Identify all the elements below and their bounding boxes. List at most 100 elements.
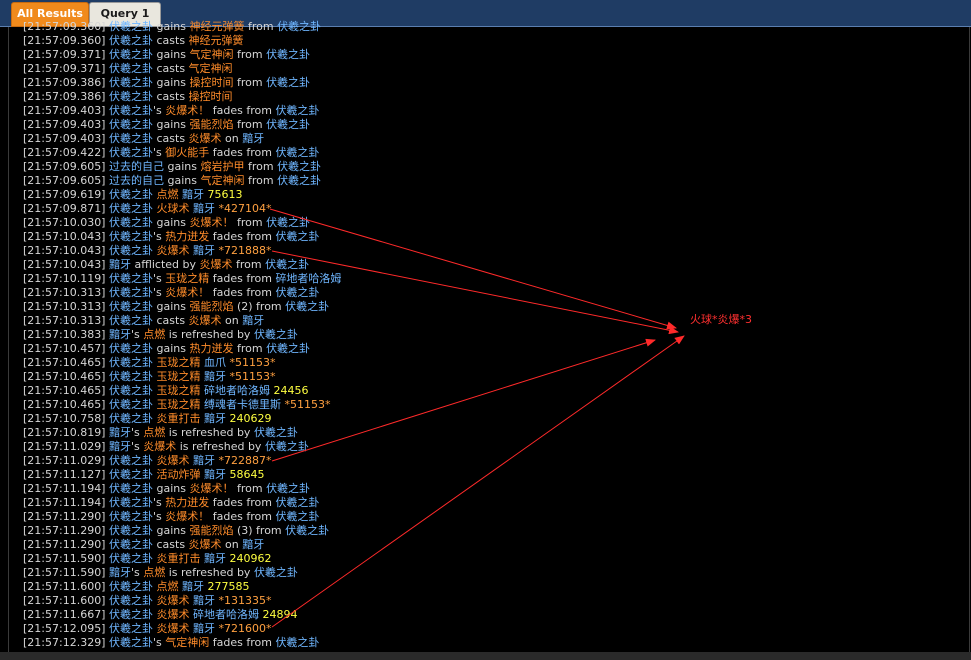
log-text: from	[233, 76, 267, 89]
unit-name: 伏羲之卦	[108, 608, 153, 621]
log-text: gains	[152, 524, 190, 537]
log-text: [21:57:11.600]	[23, 594, 109, 607]
log-text: gains	[152, 76, 190, 89]
log-line: [21:57:11.194] 伏羲之卦's 热力迸发 fades from 伏羲…	[23, 496, 341, 510]
arrow-2	[271, 250, 679, 335]
log-text: [21:57:09.619]	[23, 188, 109, 201]
log-text: on	[221, 538, 243, 551]
unit-name: 伏羲之卦	[108, 286, 153, 299]
unit-name: 伏羲之卦	[108, 398, 153, 411]
unit-name: 伏羲之卦	[108, 496, 153, 509]
unit-name: 伏羲之卦	[253, 566, 298, 579]
log-text: (2) from	[233, 300, 286, 313]
damage-value: *51153*	[229, 370, 276, 383]
damage-value: *51153*	[284, 398, 331, 411]
unit-name: 黯牙	[181, 580, 204, 593]
log-text: 's	[130, 440, 144, 453]
log-line: [21:57:10.030] 伏羲之卦 gains 炎爆术！ from 伏羲之卦	[23, 216, 341, 230]
log-line: [21:57:09.360] 伏羲之卦 gains 神经元弹簧 from 伏羲之…	[23, 20, 341, 34]
unit-name: 缚魂者卡德里斯	[203, 398, 281, 411]
log-text: [21:57:10.043]	[23, 258, 109, 271]
log-text: [21:57:09.360]	[23, 34, 109, 47]
unit-name: 伏羲之卦	[275, 230, 320, 243]
spell-name: 强能烈焰	[189, 118, 234, 131]
log-text: [21:57:11.590]	[23, 566, 109, 579]
log-text: [21:57:09.605]	[23, 160, 109, 173]
unit-name: 伏羲之卦	[277, 174, 322, 187]
spell-name: 炎爆术	[143, 440, 177, 453]
spell-name: 炎爆术	[156, 244, 190, 257]
log-text: [21:57:11.667]	[23, 608, 109, 621]
unit-name: 伏羲之卦	[108, 524, 153, 537]
log-text: [21:57:10.819]	[23, 426, 109, 439]
log-line: [21:57:11.590] 黯牙's 点燃 is refreshed by 伏…	[23, 566, 341, 580]
log-line: [21:57:09.619] 伏羲之卦 点燃 黯牙 75613	[23, 188, 341, 202]
unit-name: 伏羲之卦	[108, 636, 153, 649]
unit-name: 黯牙	[192, 454, 215, 467]
unit-name: 黯牙	[108, 328, 131, 341]
unit-name: 伏羲之卦	[285, 524, 330, 537]
unit-name: 伏羲之卦	[108, 510, 153, 523]
log-text: [21:57:12.329]	[23, 636, 109, 649]
log-text: gains	[152, 342, 190, 355]
log-text: 's	[130, 566, 144, 579]
unit-name: 伏羲之卦	[275, 510, 320, 523]
spell-name: 强能烈焰	[189, 300, 234, 313]
unit-name: 伏羲之卦	[108, 300, 153, 313]
log-line: [21:57:09.403] 伏羲之卦 gains 强能烈焰 from 伏羲之卦	[23, 118, 341, 132]
spell-name: 炎爆术	[156, 454, 190, 467]
log-text: [21:57:10.043]	[23, 244, 109, 257]
tab-query-1[interactable]: Query 1	[89, 2, 161, 27]
log-line: [21:57:09.360] 伏羲之卦 casts 神经元弹簧	[23, 34, 341, 48]
log-text: [21:57:11.029]	[23, 440, 109, 453]
spell-name: 火球术	[156, 202, 190, 215]
unit-name: 伏羲之卦	[108, 90, 153, 103]
unit-name: 伏羲之卦	[108, 482, 153, 495]
log-text: is refreshed by	[165, 566, 254, 579]
damage-value: 240962	[229, 552, 272, 565]
log-text: [21:57:10.465]	[23, 398, 109, 411]
damage-value: *721600*	[218, 622, 272, 635]
spell-name: 玉珑之精	[156, 356, 201, 369]
log-text: 's	[152, 496, 166, 509]
unit-name: 伏羲之卦	[108, 272, 153, 285]
spell-name: 热力迸发	[189, 342, 234, 355]
unit-name: 伏羲之卦	[266, 482, 311, 495]
log-line: [21:57:10.758] 伏羲之卦 炎重打击 黯牙 240629	[23, 412, 341, 426]
log-text: from	[233, 342, 267, 355]
log-text: (3) from	[233, 524, 286, 537]
combat-log-panel[interactable]: [21:57:09.360] 伏羲之卦 gains 神经元弹簧 from 伏羲之…	[8, 20, 970, 652]
unit-name: 血爪	[203, 356, 226, 369]
unit-name: 伏羲之卦	[108, 34, 153, 47]
unit-name: 伏羲之卦	[266, 216, 311, 229]
log-line: [21:57:10.819] 黯牙's 点燃 is refreshed by 伏…	[23, 426, 341, 440]
spell-name: 炎爆术！	[189, 216, 234, 229]
unit-name: 碎地者哈洛姆	[192, 608, 259, 621]
log-line: [21:57:09.422] 伏羲之卦's 御火能手 fades from 伏羲…	[23, 146, 341, 160]
log-line: [21:57:11.290] 伏羲之卦 gains 强能烈焰 (3) from …	[23, 524, 341, 538]
spell-name: 点燃	[143, 328, 166, 341]
spell-name: 点燃	[156, 188, 179, 201]
spell-name: 炎爆术！	[189, 482, 234, 495]
log-text: fades from	[209, 286, 276, 299]
spell-name: 热力迸发	[165, 230, 210, 243]
unit-name: 伏羲之卦	[277, 160, 322, 173]
log-text: [21:57:09.871]	[23, 202, 109, 215]
log-text: from	[244, 20, 278, 33]
log-text: from	[244, 160, 278, 173]
unit-name: 伏羲之卦	[108, 216, 153, 229]
spell-name: 炎爆术	[156, 594, 190, 607]
log-text: on	[221, 314, 243, 327]
log-line: [21:57:09.871] 伏羲之卦 火球术 黯牙 *427104*	[23, 202, 341, 216]
log-text: [21:57:10.313]	[23, 300, 109, 313]
arrow-3	[271, 338, 656, 462]
log-text: fades from	[209, 146, 276, 159]
unit-name: 伏羲之卦	[108, 62, 153, 75]
tab-all-results[interactable]: All Results	[11, 2, 89, 27]
damage-value: *51153*	[229, 356, 276, 369]
log-line: [21:57:09.386] 伏羲之卦 gains 操控时间 from 伏羲之卦	[23, 76, 341, 90]
log-text: [21:57:11.290]	[23, 524, 109, 537]
log-text: gains	[152, 216, 190, 229]
unit-name: 伏羲之卦	[108, 384, 153, 397]
